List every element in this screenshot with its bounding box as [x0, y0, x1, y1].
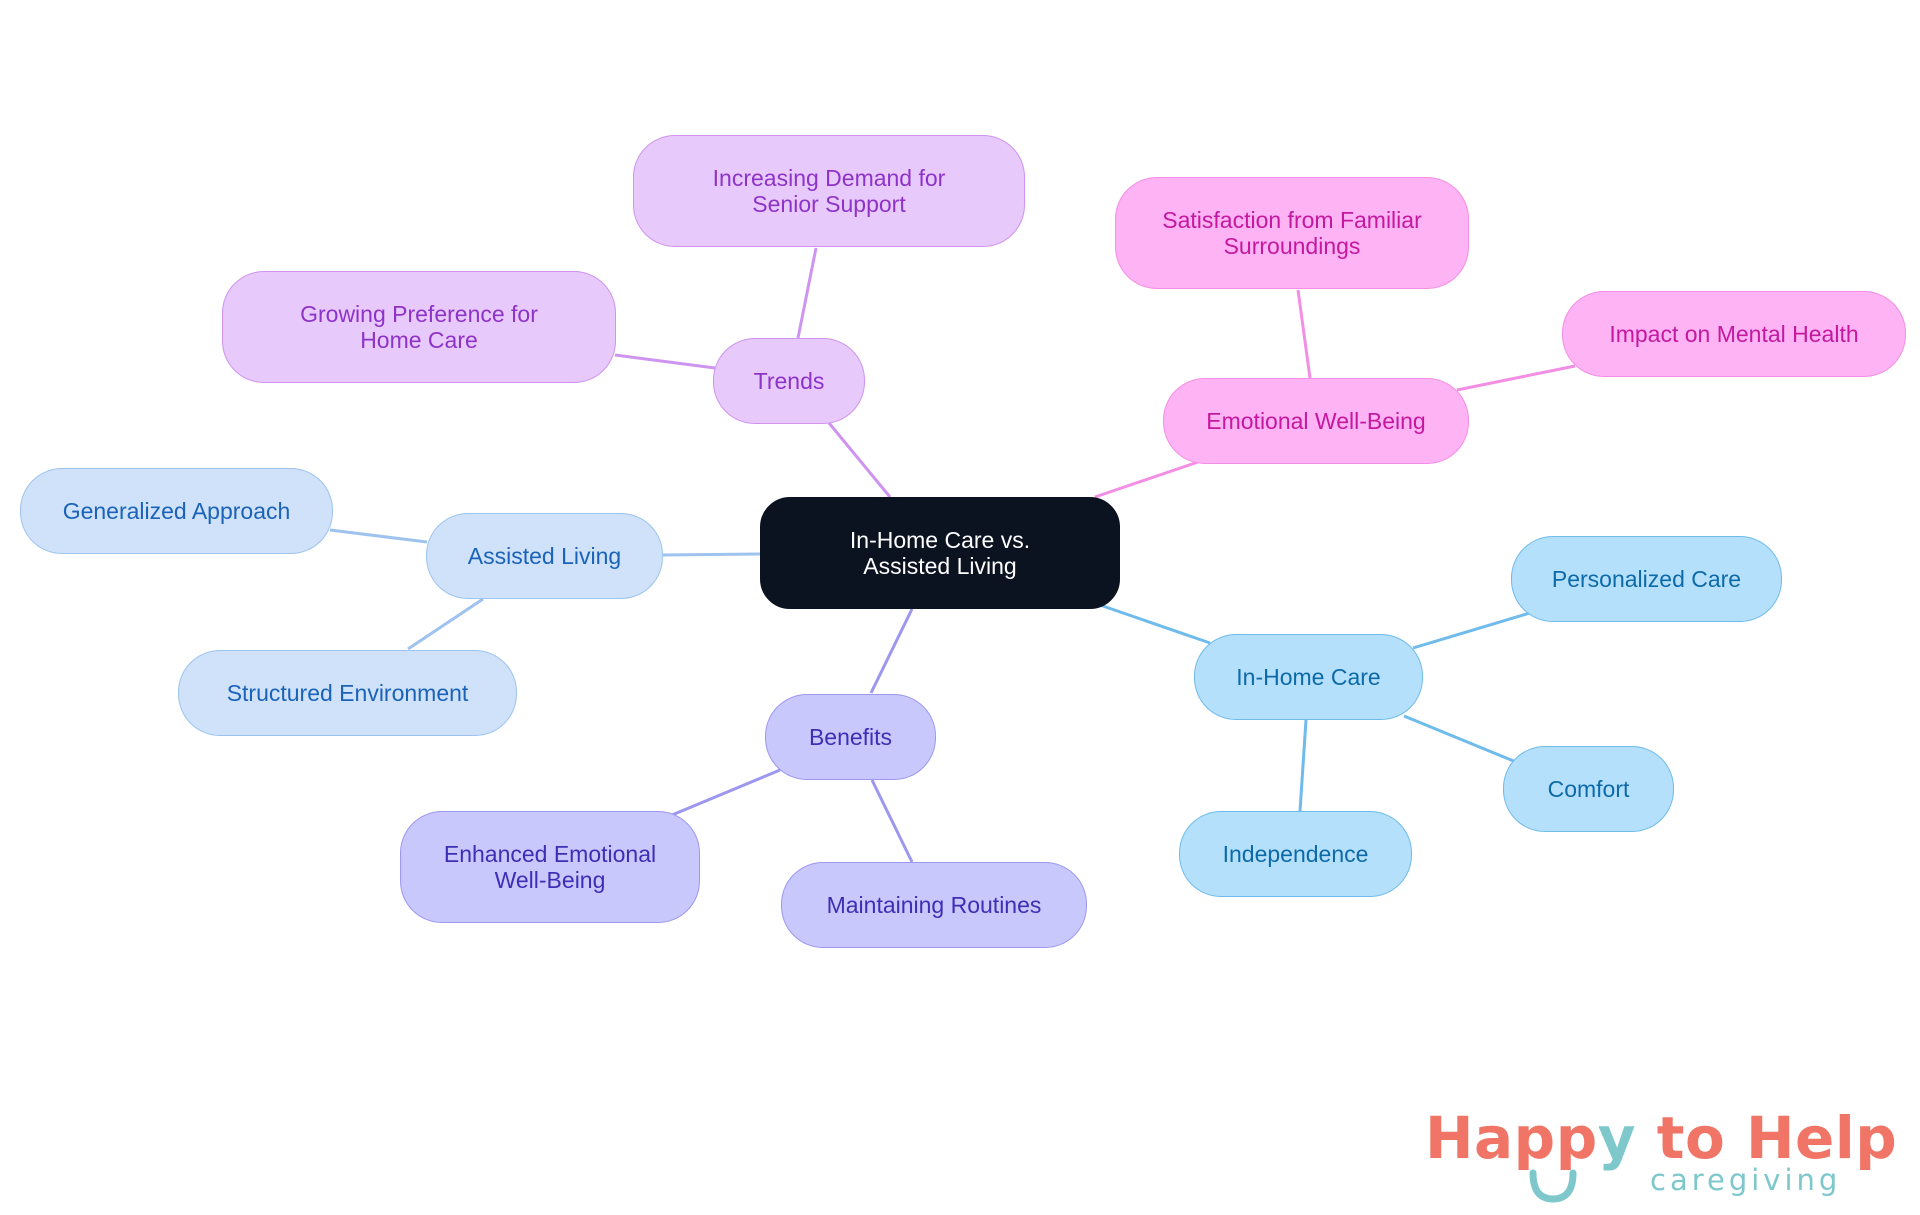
emotional-satisfaction: Satisfaction from Familiar Surroundings — [1115, 177, 1469, 289]
link-emo-satisfaction — [1296, 289, 1312, 379]
link-benefits-routines — [870, 779, 914, 863]
benefits-routines: Maintaining Routines — [781, 862, 1087, 948]
link-inhome-independence — [1298, 719, 1308, 812]
branch-benefits: Benefits — [765, 694, 936, 780]
branch-in-home-care: In-Home Care — [1194, 634, 1423, 720]
link-inhome-comfort — [1403, 714, 1517, 764]
benefits-emotional: Enhanced Emotional Well-Being — [400, 811, 700, 923]
link-root-inhome — [1099, 603, 1211, 645]
assisted-generalized: Generalized Approach — [20, 468, 333, 554]
emotional-mental-health: Impact on Mental Health — [1562, 291, 1906, 377]
trends-preference: Growing Preference for Home Care — [222, 271, 616, 383]
link-root-emotional — [1094, 460, 1199, 499]
trends-demand: Increasing Demand for Senior Support — [633, 135, 1025, 247]
branch-trends: Trends — [713, 338, 865, 424]
link-trends-demand — [796, 247, 818, 339]
link-emo-mental — [1456, 364, 1576, 392]
brand-logo: Happy to Help caregiving — [1425, 1105, 1897, 1205]
assisted-structured: Structured Environment — [178, 650, 517, 736]
logo-wordmark: Happy to Help — [1425, 1104, 1898, 1172]
link-benefits-emotional — [671, 768, 781, 817]
link-root-assisted — [662, 552, 761, 557]
link-root-benefits — [869, 608, 914, 694]
smile-icon — [1529, 1169, 1577, 1203]
root-node: In-Home Care vs. Assisted Living — [760, 497, 1120, 609]
inhome-comfort: Comfort — [1503, 746, 1674, 832]
logo-subtitle: caregiving — [1650, 1163, 1842, 1197]
branch-emotional: Emotional Well-Being — [1163, 378, 1469, 464]
inhome-personalized: Personalized Care — [1511, 536, 1782, 622]
link-assisted-general — [329, 528, 428, 544]
link-trends-preference — [614, 353, 716, 370]
link-assisted-structured — [407, 597, 484, 651]
link-inhome-personalized — [1412, 611, 1531, 650]
link-root-trends — [827, 422, 892, 498]
inhome-independence: Independence — [1179, 811, 1412, 897]
branch-assisted-living: Assisted Living — [426, 513, 663, 599]
